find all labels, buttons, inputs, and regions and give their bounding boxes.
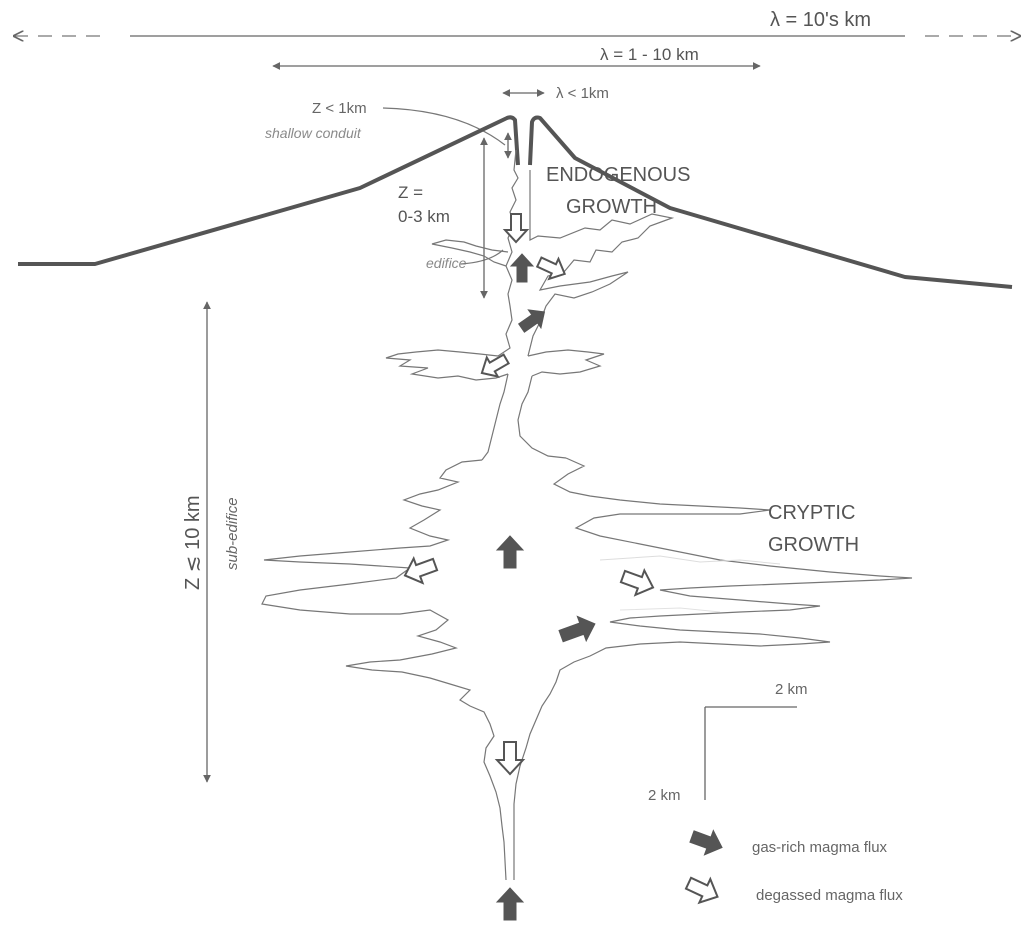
shallow-conduit-label: shallow conduit: [265, 125, 362, 141]
local-scale-label: λ < 1km: [556, 85, 609, 102]
edifice-depth-label-2: 0-3 km: [398, 207, 450, 226]
scale-bar: [704, 706, 797, 800]
scale-bar-vertical-label: 2 km: [648, 787, 681, 804]
cryptic-growth-label-1: CRYPTIC: [768, 502, 855, 524]
gas-rich-flux-arrow-upper: [517, 309, 546, 333]
degassed-flux-arrow-conduit: [502, 213, 530, 244]
legend: gas-rich magma flux degassed magma flux: [684, 829, 903, 905]
legend-gas-rich-label: gas-rich magma flux: [752, 839, 888, 856]
edifice-depth-label-1: Z =: [398, 183, 423, 202]
legend-degassed-label: degassed magma flux: [756, 887, 903, 904]
gas-rich-flux-arrow-conduit: [509, 253, 535, 283]
endogenous-growth-label-1: ENDOGENOUS: [546, 164, 690, 186]
gas-rich-flux-arrow-center: [495, 535, 525, 569]
volcano-profile-left: [18, 115, 520, 266]
legend-degassed-arrow-icon: [684, 876, 719, 905]
degassed-flux-arrow-upper-right: [535, 256, 567, 281]
scale-bar-horizontal-label: 2 km: [775, 681, 808, 698]
shallow-conduit-leader: [382, 107, 506, 146]
degassed-flux-arrow-lower-left: [403, 555, 439, 585]
edifice-leader: [460, 249, 504, 265]
intermediate-scale-label: λ = 1 - 10 km: [600, 45, 699, 64]
endogenous-growth-label-2: GROWTH: [566, 196, 657, 218]
volcano-profile-right: [528, 115, 1013, 289]
gas-rich-flux-arrow-right: [558, 615, 596, 643]
edifice-label: edifice: [426, 255, 467, 271]
degassed-flux-arrow-upper-left: [480, 353, 510, 378]
cryptic-growth-label-2: GROWTH: [768, 534, 859, 556]
legend-gas-rich-arrow-icon: [689, 829, 723, 856]
shallow-depth-label: Z < 1km: [312, 100, 367, 117]
subedifice-label: sub-edifice: [224, 497, 241, 570]
degassed-flux-arrow-bottom: [494, 741, 526, 776]
conduit-system: [261, 149, 913, 881]
gas-rich-flux-arrow-bottom: [495, 887, 525, 921]
subedifice-depth-label: Z ≲ 10 km: [182, 495, 204, 590]
degassed-flux-arrow-lower-right: [619, 567, 655, 597]
regional-scale-label: λ = 10's km: [770, 9, 871, 31]
